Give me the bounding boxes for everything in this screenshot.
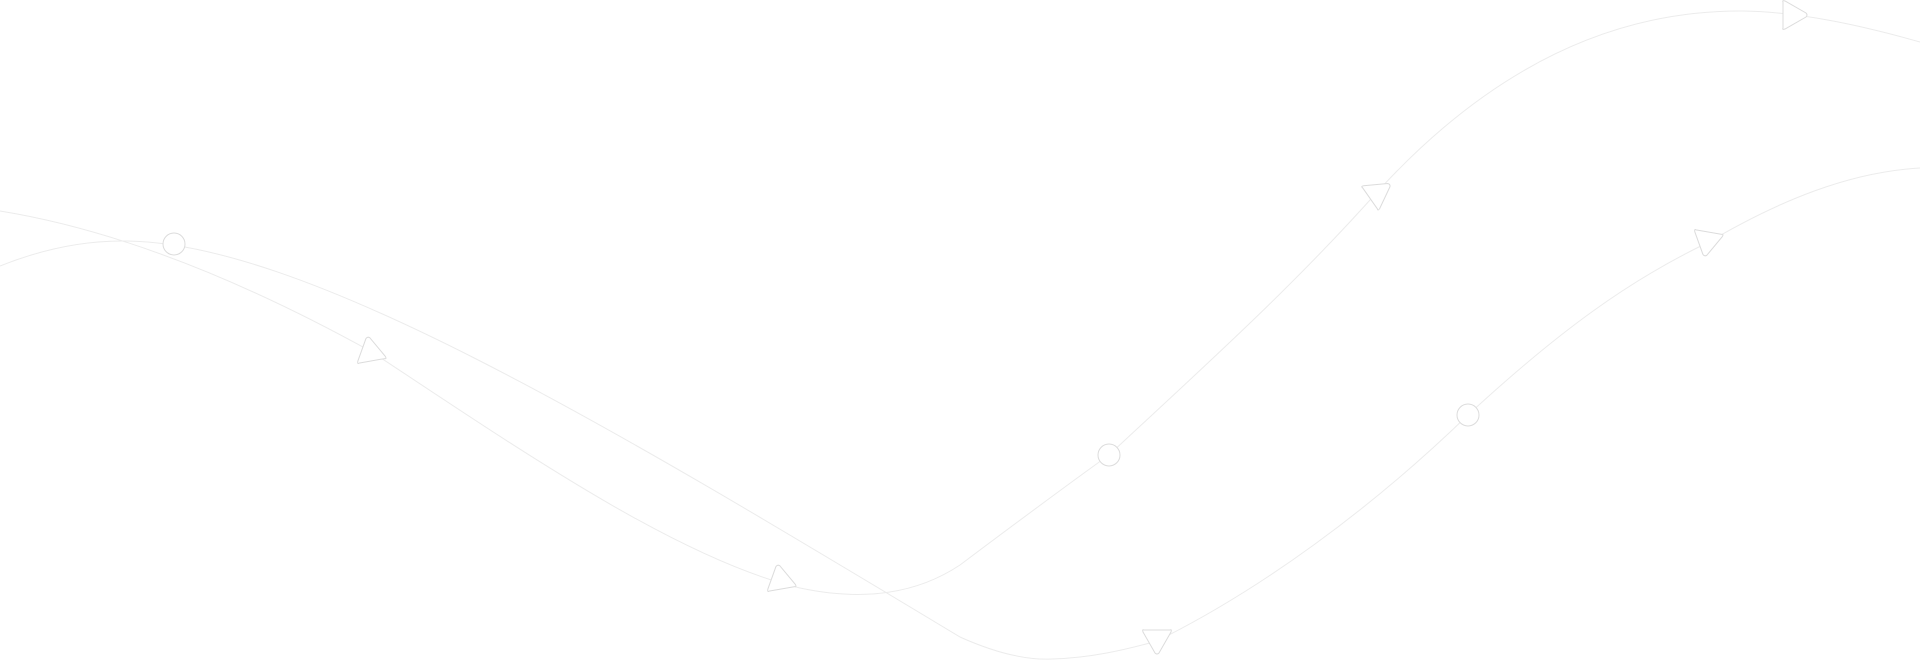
wave-curve-upper xyxy=(0,10,1920,595)
triangle-marker-icon xyxy=(1142,629,1172,655)
triangle-marker-icon xyxy=(1361,182,1391,211)
triangle-marker-icon xyxy=(357,336,387,364)
triangle-marker-icon xyxy=(767,564,797,592)
wave-curve-lower xyxy=(0,167,1920,660)
circle-marker-icon xyxy=(1456,403,1480,427)
triangle-marker-icon xyxy=(1782,0,1808,30)
circle-marker-icon xyxy=(1097,443,1121,467)
circle-marker-icon xyxy=(162,232,186,256)
triangle-marker-icon xyxy=(1694,229,1724,257)
